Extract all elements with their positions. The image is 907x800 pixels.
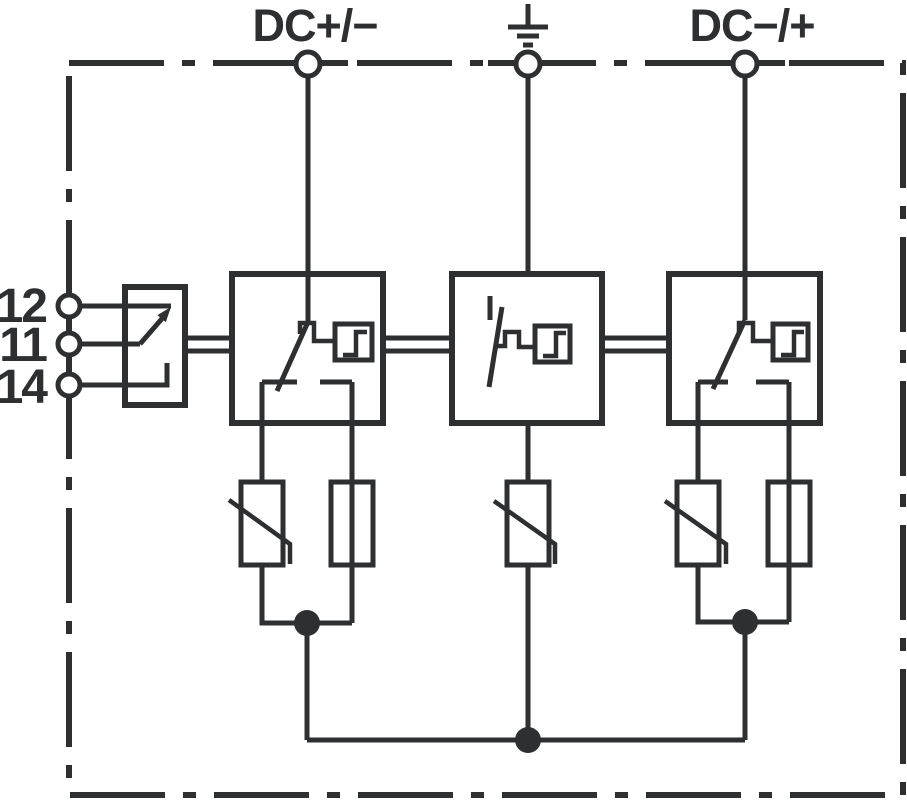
module1-legs bbox=[259, 382, 355, 626]
protection-module-1 bbox=[227, 271, 386, 740]
protection-module-3 bbox=[663, 271, 823, 740]
module1-thermal-disconnect-step-icon bbox=[332, 321, 375, 363]
module2-box bbox=[449, 271, 605, 426]
module2-square-wave-link bbox=[496, 329, 535, 350]
module3-box bbox=[666, 271, 823, 426]
module2-step-glyph bbox=[543, 330, 566, 359]
module3-thermal-disconnect-step-icon bbox=[770, 321, 811, 363]
module3-square-wave-link bbox=[736, 320, 773, 344]
terminal-circle-dc-plus-minus bbox=[293, 49, 323, 79]
enclosure-dashed-border bbox=[66, 60, 906, 798]
label-terminal-11: 11 bbox=[0, 319, 47, 372]
label-dc-plus-minus: DC+/− bbox=[252, 0, 377, 51]
terminal-circle-14 bbox=[55, 371, 83, 399]
module3-varistor-icon bbox=[674, 479, 722, 568]
mechanical-coupling-lines bbox=[185, 335, 669, 354]
label-terminal-14: 14 bbox=[0, 361, 48, 414]
junction-dot-left bbox=[294, 610, 320, 636]
junction-dot-bottom bbox=[515, 727, 541, 753]
module3-legs bbox=[695, 382, 792, 625]
module2-disconnect-switch-icon bbox=[486, 306, 505, 388]
module1-varistor-icon bbox=[238, 479, 286, 568]
module2-varistor-diagonal bbox=[492, 499, 558, 564]
module2-thermal-disconnect-step-icon bbox=[532, 323, 573, 365]
module3-fuse-icon bbox=[765, 479, 813, 568]
module1-fuse-icon bbox=[328, 479, 376, 568]
terminal-circle-earth bbox=[513, 49, 543, 79]
label-terminal-12: 12 bbox=[0, 280, 46, 333]
remote-contact-box bbox=[122, 284, 188, 408]
module1-varistor-diagonal bbox=[227, 498, 293, 564]
module1-square-wave-link bbox=[297, 320, 335, 344]
module3-step-glyph bbox=[781, 329, 804, 358]
terminal-circle-12 bbox=[55, 292, 83, 320]
label-dc-minus-plus: DC−/+ bbox=[689, 0, 814, 51]
module1-box bbox=[229, 271, 386, 426]
changeover-contact-arrow-icon bbox=[138, 312, 168, 346]
changeover-arrow-head bbox=[157, 307, 171, 323]
module2-varistor-icon bbox=[504, 479, 552, 568]
module3-varistor-diagonal bbox=[663, 499, 729, 564]
junction-dot-right bbox=[732, 609, 758, 635]
protection-module-2 bbox=[449, 271, 605, 568]
terminal-circle-dc-minus-plus bbox=[730, 49, 760, 79]
module1-step-glyph bbox=[343, 329, 367, 358]
terminal-circle-11 bbox=[55, 330, 83, 358]
earth-ground-icon bbox=[508, 4, 548, 48]
